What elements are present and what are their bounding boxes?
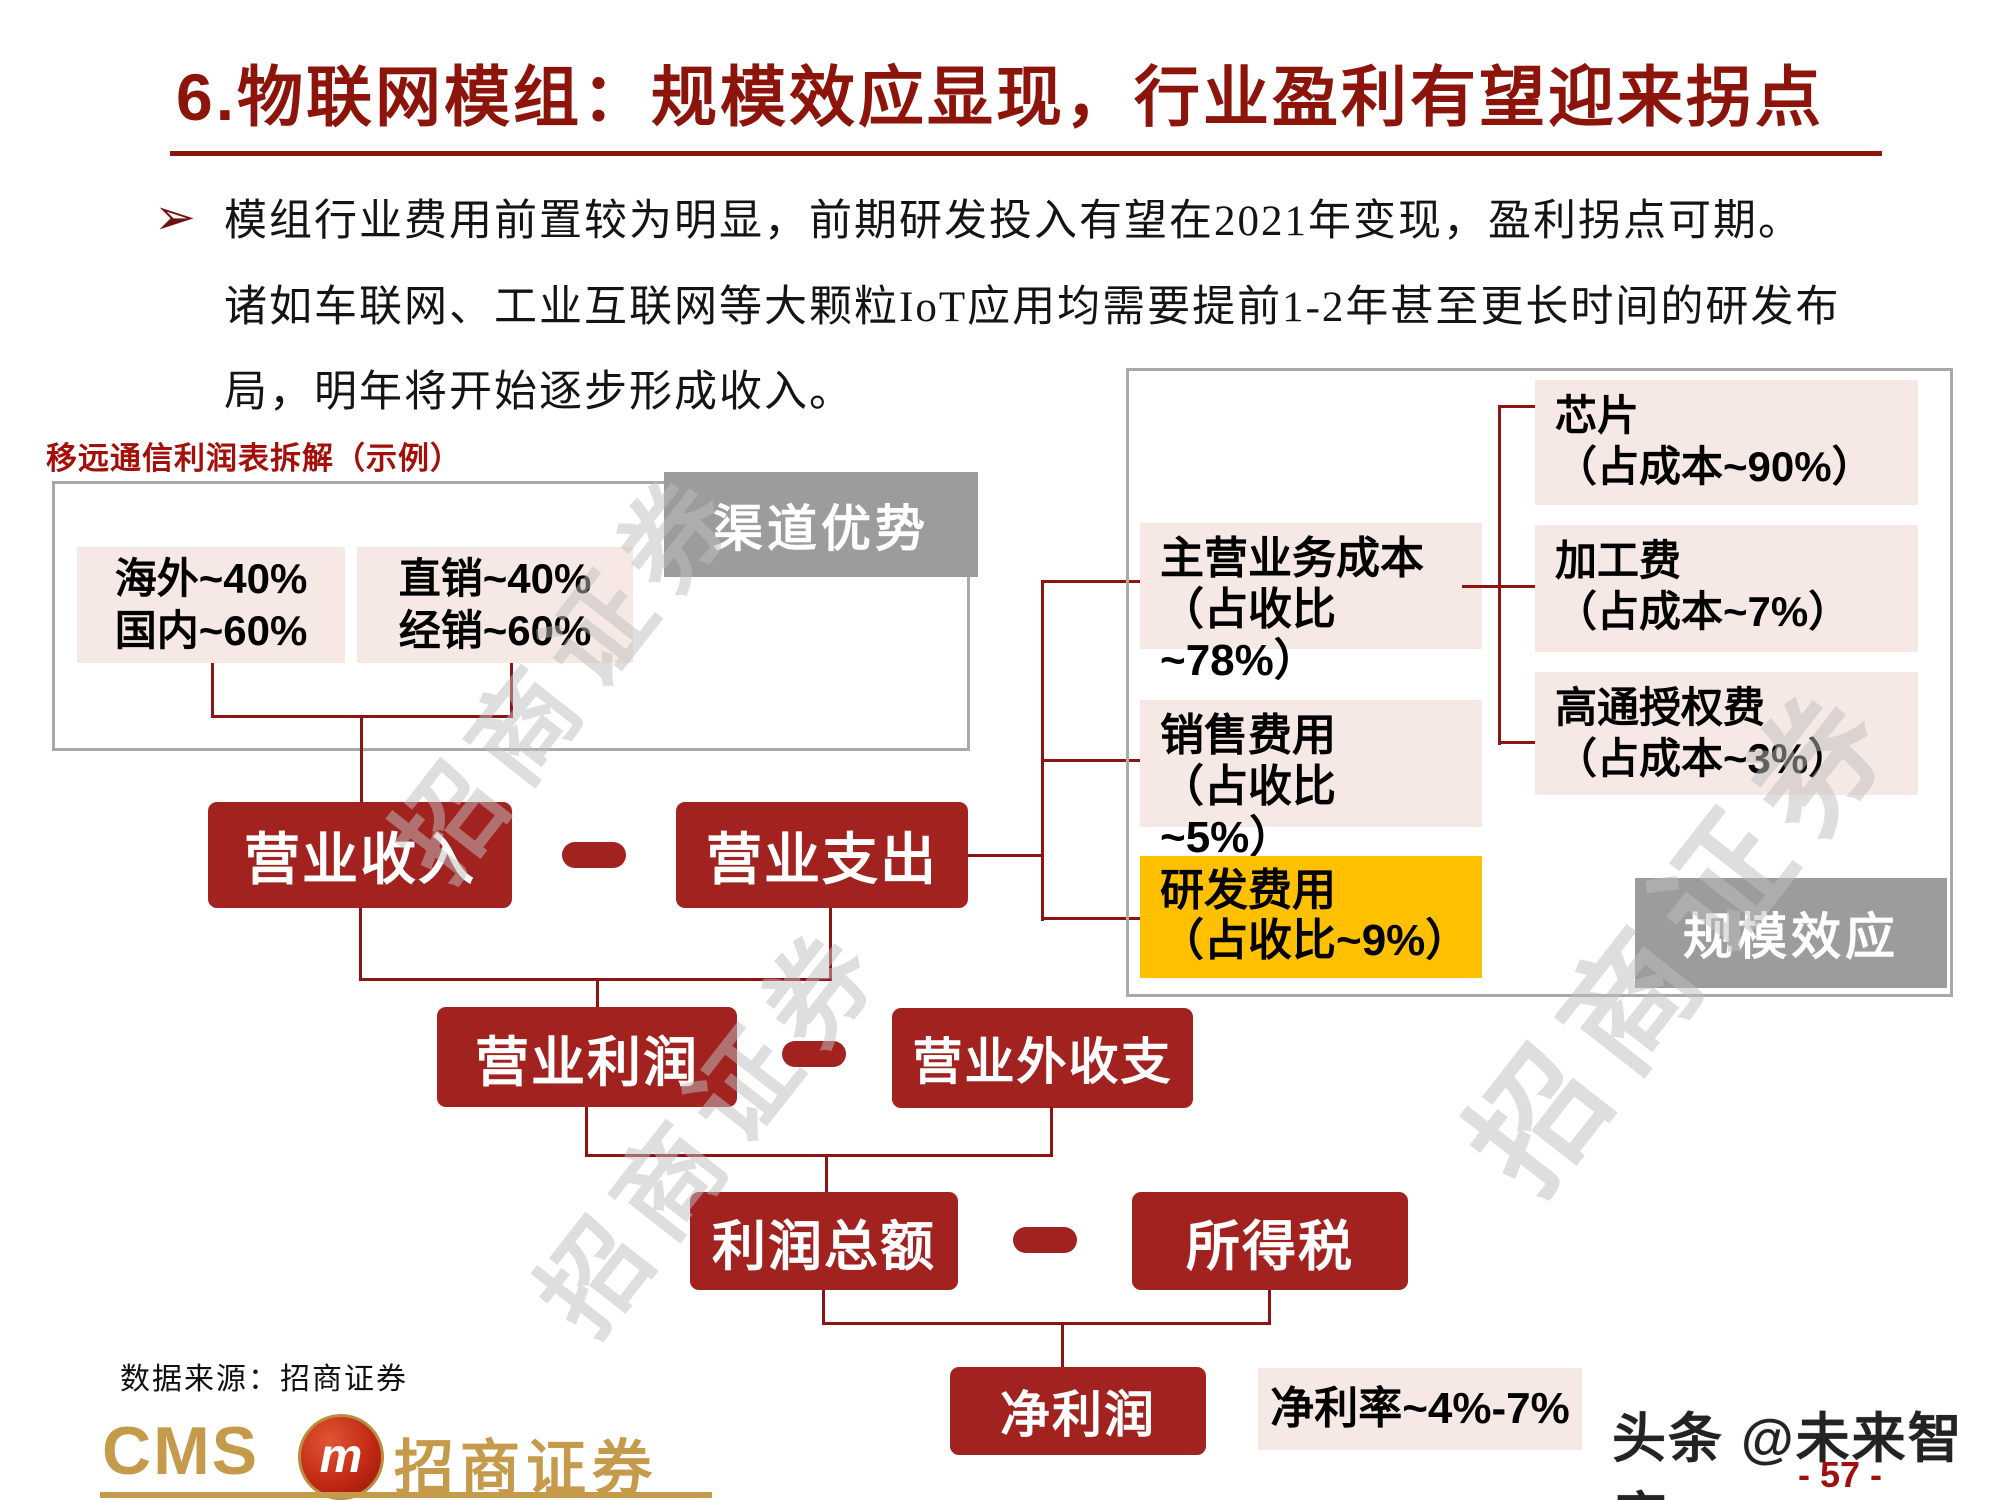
- rd-line: 研发费用: [1160, 866, 1336, 915]
- connector-line: [968, 854, 1044, 857]
- connector-line: [1041, 759, 1140, 762]
- cms-logo-icon: m: [298, 1414, 384, 1500]
- channel-advantage-box: 渠道优势: [664, 472, 978, 577]
- minus-icon: [782, 1041, 846, 1067]
- connector-line: [596, 978, 599, 1010]
- cost-panel: [1126, 368, 1953, 997]
- scale-effect-box: 规模效应: [1635, 878, 1947, 988]
- qualcomm-line: （占成本~3%）: [1555, 735, 1851, 782]
- connector-line: [825, 1154, 828, 1194]
- connector-line: [211, 663, 214, 716]
- connector-line: [1498, 405, 1535, 408]
- credit-watermark: 头条 @未来智库: [1612, 1409, 1964, 1500]
- net-margin-box: 净利率~4%-7%: [1258, 1368, 1582, 1450]
- connector-line: [1050, 1107, 1053, 1157]
- chip-cost-box: 芯片 （占成本~90%）: [1535, 380, 1918, 505]
- connector-line: [585, 1154, 1053, 1157]
- channel-panel: [52, 481, 970, 751]
- title-underline: [170, 151, 1882, 156]
- connector-line: [359, 908, 362, 980]
- node-net-profit: 净利润: [950, 1367, 1206, 1455]
- logo-underline: [100, 1492, 712, 1498]
- qualcomm-fee-box: 高通授权费 （占成本~3%）: [1535, 672, 1918, 795]
- node-total-profit: 利润总额: [690, 1192, 958, 1290]
- selling-expense-box: 销售费用 （占收比 ~5%）: [1140, 700, 1482, 862]
- cogs-line: （占收比: [1160, 585, 1336, 634]
- cogs-box: 主营业务成本 （占收比 ~78%）: [1140, 523, 1482, 685]
- connector-line: [1061, 1322, 1064, 1369]
- sales-mode-split-box: 直销~40% 经销~60%: [357, 547, 633, 663]
- connector-line: [1041, 580, 1140, 583]
- region-split-line: 海外~40%: [114, 555, 308, 602]
- processing-line: 加工费: [1555, 537, 1682, 584]
- bullet-text-line: 诸如车联网、工业互联网等大颗粒IoT应用均需要提前1-2年甚至更长时间的研发布: [224, 284, 1841, 331]
- node-income-tax: 所得税: [1132, 1192, 1408, 1290]
- connector-line: [1041, 917, 1140, 920]
- channel-advantage-label: 渠道优势: [713, 500, 929, 557]
- bracket-line: [1041, 580, 1044, 921]
- net-margin-value: 净利率~4%-7%: [1270, 1384, 1570, 1433]
- cogs-line: ~78%）: [1160, 636, 1318, 685]
- minus-icon: [562, 842, 626, 868]
- page-title: 6.物联网模组：规模效应显现，行业盈利有望迎来拐点: [176, 60, 1825, 134]
- page-number: - 57 -: [1797, 1454, 1883, 1495]
- scale-effect-label: 规模效应: [1683, 909, 1899, 965]
- connector-line: [510, 663, 513, 716]
- minus-icon: [1013, 1227, 1077, 1253]
- rd-expense-box: 研发费用 （占收比~9%）: [1140, 856, 1482, 978]
- rd-line: （占收比~9%）: [1160, 916, 1470, 965]
- qualcomm-line: 高通授权费: [1555, 684, 1766, 731]
- cms-logo-text: CMS: [102, 1413, 260, 1489]
- connector-line: [1498, 741, 1535, 744]
- bullet-text-line: 局，明年将开始逐步形成收入。: [224, 369, 854, 416]
- connector-line: [359, 978, 832, 981]
- connector-line: [822, 1322, 1271, 1325]
- selling-line: ~5%）: [1160, 813, 1294, 862]
- connector-line: [822, 1290, 825, 1324]
- node-operating-profit: 营业利润: [437, 1007, 737, 1107]
- selling-line: （占收比: [1160, 762, 1336, 811]
- data-source: 数据来源：招商证券: [120, 1363, 408, 1396]
- connector-line: [585, 1107, 588, 1157]
- bracket-line: [1498, 405, 1501, 745]
- cms-logo-m: m: [319, 1430, 363, 1483]
- node-operating-expense: 营业支出: [676, 802, 968, 908]
- diagram-title: 移远通信利润表拆解（示例）: [46, 441, 462, 476]
- cogs-line: 主营业务成本: [1160, 534, 1424, 583]
- region-split-line: 国内~60%: [114, 607, 308, 654]
- sales-mode-line: 经销~60%: [398, 607, 592, 654]
- cms-logo-name: 招商证券: [394, 1435, 658, 1500]
- connector-line: [829, 908, 832, 980]
- node-non-operating: 营业外收支: [892, 1008, 1193, 1108]
- bullet-text-line: 模组行业费用前置较为明显，前期研发投入有望在2021年变现，盈利拐点可期。: [224, 198, 1803, 245]
- selling-line: 销售费用: [1160, 711, 1336, 760]
- bullet-arrow-icon: ➢: [154, 189, 196, 245]
- processing-cost-box: 加工费 （占成本~7%）: [1535, 525, 1918, 652]
- chip-line: 芯片: [1555, 392, 1640, 439]
- connector-line: [1268, 1290, 1271, 1324]
- chip-line: （占成本~90%）: [1555, 443, 1874, 490]
- node-revenue: 营业收入: [208, 802, 512, 908]
- sales-mode-line: 直销~40%: [398, 555, 592, 602]
- connector-line: [360, 715, 363, 805]
- region-split-box: 海外~40% 国内~60%: [77, 547, 345, 663]
- processing-line: （占成本~7%）: [1555, 588, 1851, 635]
